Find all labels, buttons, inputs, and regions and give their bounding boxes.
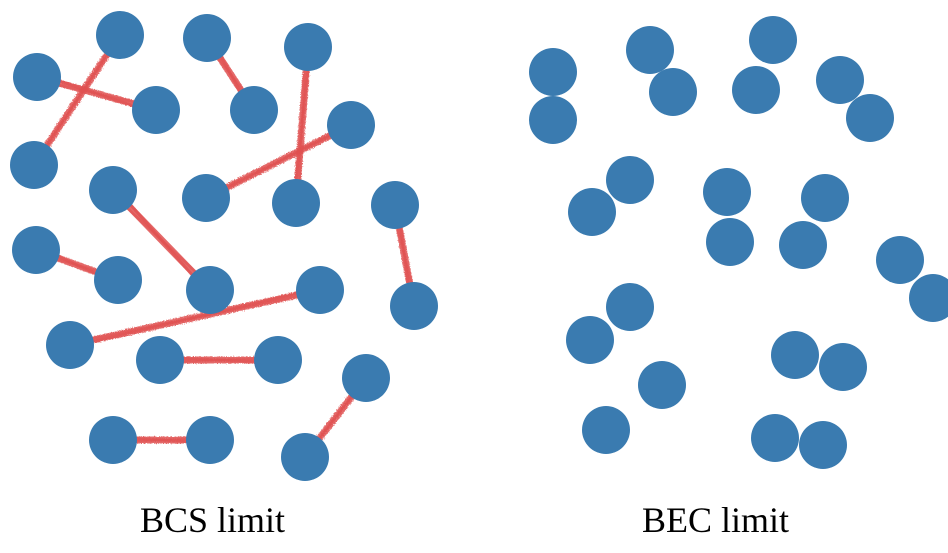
pair-link (207, 126, 350, 197)
bcs-particles (10, 11, 438, 481)
bec-limit-label: BEC limit (642, 500, 790, 540)
particle (89, 166, 137, 214)
particle (801, 174, 849, 222)
particle (582, 406, 630, 454)
particle (779, 221, 827, 269)
particle (876, 236, 924, 284)
particle (529, 48, 577, 96)
particle (706, 218, 754, 266)
particle (182, 174, 230, 222)
bec-particles (529, 16, 948, 469)
particle (186, 266, 234, 314)
particle (132, 86, 180, 134)
particle (136, 336, 184, 384)
particle (183, 14, 231, 62)
particle (284, 23, 332, 71)
particle (254, 336, 302, 384)
particle (819, 343, 867, 391)
particle (296, 266, 344, 314)
particle (230, 86, 278, 134)
particle (529, 96, 577, 144)
particle (638, 361, 686, 409)
particle (732, 66, 780, 114)
particle (390, 282, 438, 330)
particle (281, 433, 329, 481)
particle (272, 179, 320, 227)
particle (89, 416, 137, 464)
particle (46, 321, 94, 369)
particle (342, 354, 390, 402)
particle (799, 421, 847, 469)
particle (649, 68, 697, 116)
pair-link (35, 36, 119, 164)
particle (327, 101, 375, 149)
pair-link (297, 48, 307, 202)
particle (751, 414, 799, 462)
particle (10, 141, 58, 189)
particle (12, 226, 60, 274)
particle (566, 316, 614, 364)
particle (771, 331, 819, 379)
particle (96, 11, 144, 59)
particle (371, 181, 419, 229)
particle (186, 416, 234, 464)
particle (909, 274, 948, 322)
particle (703, 168, 751, 216)
pair-link (71, 291, 319, 344)
bcs-limit-label: BCS limit (140, 500, 286, 540)
particle (816, 56, 864, 104)
particle (13, 53, 61, 101)
particle (846, 94, 894, 142)
particle (606, 283, 654, 331)
particle (606, 156, 654, 204)
particle (94, 256, 142, 304)
particle (749, 16, 797, 64)
particle (568, 188, 616, 236)
particle (626, 26, 674, 74)
